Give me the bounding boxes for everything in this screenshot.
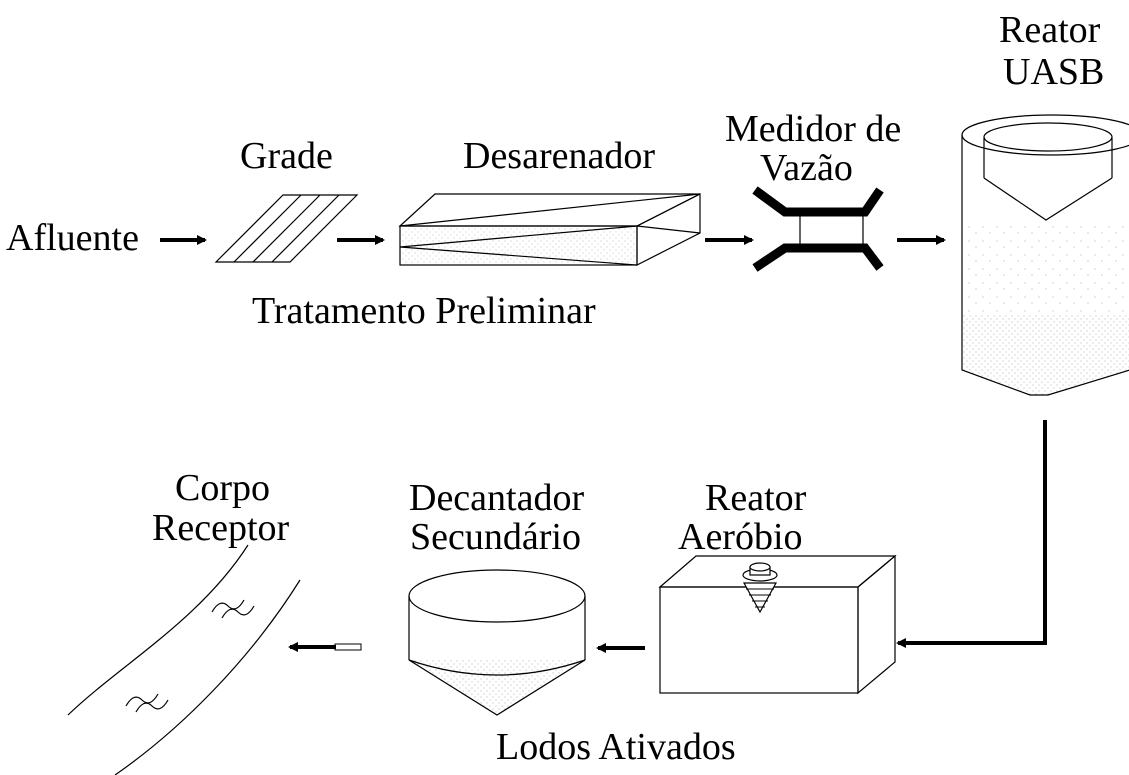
tratamento-preliminar-label: Tratamento Preliminar xyxy=(252,290,596,332)
medidor-label-line1: Medidor de xyxy=(725,108,901,150)
afluente-label: Afluente xyxy=(6,217,139,259)
reator-uasb-icon xyxy=(961,114,1129,396)
reator-aerobio-icon xyxy=(658,554,897,695)
decantador-label-line2: Secundário xyxy=(410,516,581,558)
water-wave-icon xyxy=(125,599,255,713)
grade-label: Grade xyxy=(240,135,333,177)
reator-aerobio-label-line1: Reator xyxy=(705,477,807,519)
reator-aerobio-label-line2: Aeróbio xyxy=(678,516,803,558)
medidor-label-line2: Vazão xyxy=(760,147,853,189)
lodos-ativados-label: Lodos Ativados xyxy=(496,726,736,768)
desarenador-label: Desarenador xyxy=(463,135,655,177)
decantador-secundario-icon xyxy=(408,569,586,716)
reator-uasb-label-line2: UASB xyxy=(1003,51,1104,93)
corpo-receptor-label-line1: Corpo xyxy=(175,467,270,509)
decantador-label-line1: Decantador xyxy=(409,477,584,519)
arrow-decantador-to-corpo-receptor xyxy=(288,642,362,652)
aerator-icon xyxy=(742,562,778,614)
reator-uasb-label-line1: Reator xyxy=(999,9,1101,51)
corpo-receptor-icon xyxy=(67,544,301,775)
corpo-receptor-label-line2: Receptor xyxy=(152,507,290,549)
grade-icon xyxy=(214,194,359,263)
desarenador-icon xyxy=(398,193,701,266)
medidor-de-vazao-icon xyxy=(752,186,884,272)
arrow-uasb-to-reator-aerobio xyxy=(896,420,1047,648)
